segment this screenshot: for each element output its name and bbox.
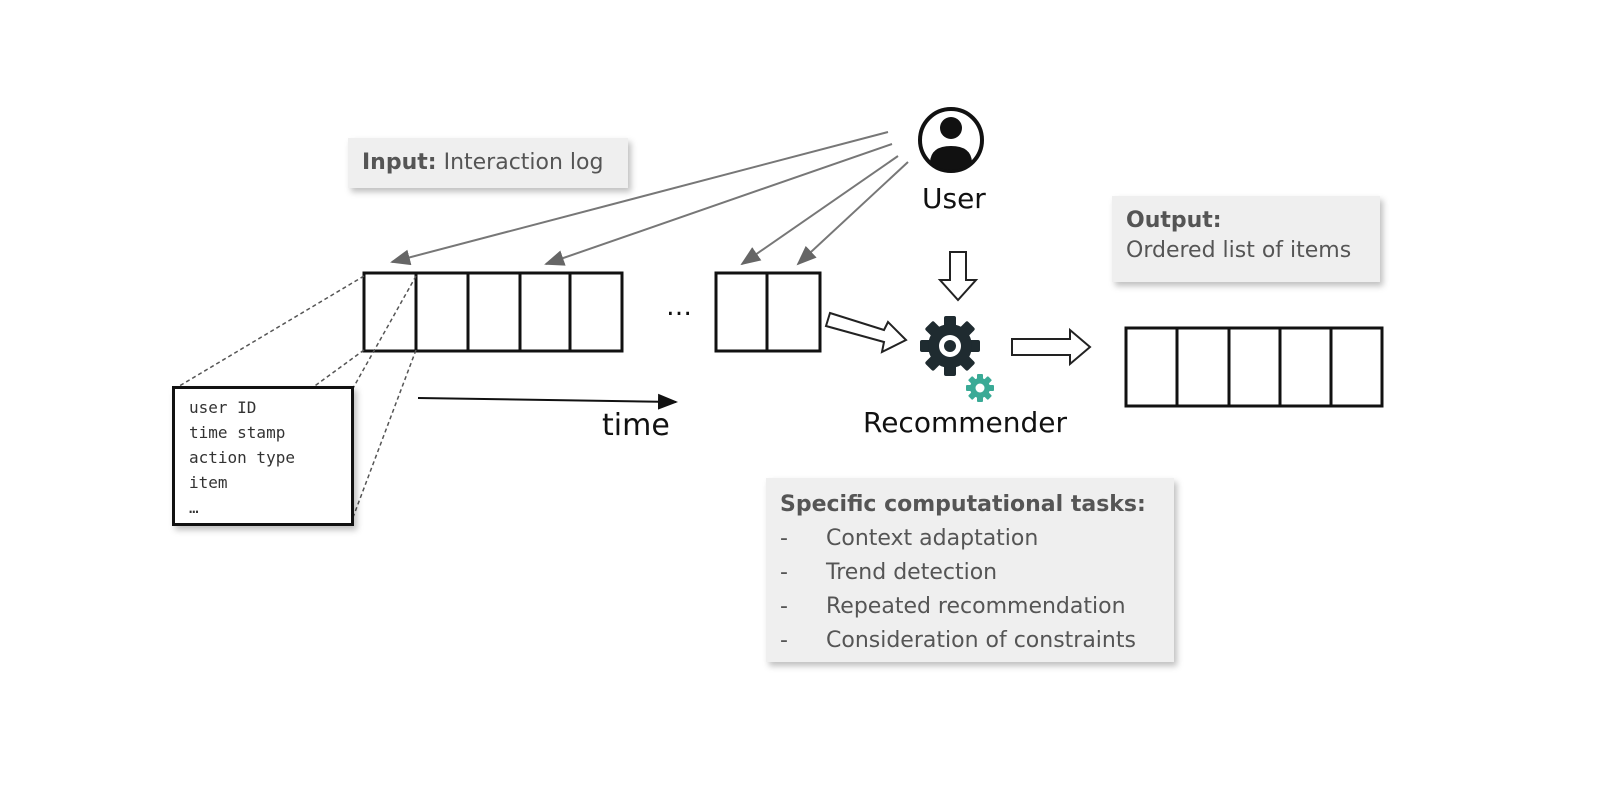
task-item: - Trend detection (780, 556, 1160, 590)
arrow-user-log-2 (544, 143, 893, 266)
input-label-bold: Input: (362, 150, 437, 175)
task-text: Consideration of constraints (826, 628, 1136, 653)
task-text: Trend detection (826, 560, 998, 585)
output-list-cells (1124, 326, 1384, 408)
task-item: - Context adaptation (780, 522, 1160, 556)
small-gear-icon (966, 374, 994, 402)
interaction-log-cells-left (362, 271, 624, 353)
interaction-record-card: user ID time stamp action type item … (172, 386, 354, 526)
task-text: Repeated recommendation (826, 594, 1126, 619)
tasks-title: Specific computational tasks: (780, 492, 1146, 517)
arrow-user-log-3 (740, 155, 899, 266)
record-field: … (189, 498, 199, 517)
input-label-text: Interaction log (443, 150, 604, 175)
user-label: User (922, 182, 986, 215)
output-label-box: Output: Ordered list of items (1112, 196, 1380, 282)
task-bullet: - (780, 526, 788, 551)
recommender-label: Recommender (863, 406, 1067, 439)
task-bullet: - (780, 628, 788, 653)
output-label-text: Ordered list of items (1126, 238, 1352, 263)
log-to-recommender-arrow (824, 311, 908, 354)
arrow-user-log-4 (796, 161, 909, 266)
record-field: user ID (189, 398, 257, 417)
user-icon (918, 107, 984, 173)
user-to-log-arrows (390, 131, 909, 266)
record-field: item (189, 473, 228, 492)
arrow-user-log-1 (390, 131, 889, 266)
record-projection-lines (175, 275, 417, 521)
ellipsis: … (666, 292, 692, 322)
recommender-gear-icon (920, 316, 980, 376)
record-field: action type (189, 448, 295, 467)
record-field: time stamp (189, 423, 286, 442)
user-to-recommender-arrow (937, 251, 979, 302)
input-label-box: Input: Interaction log (348, 138, 628, 188)
interaction-log-cells-right (714, 271, 822, 353)
tasks-box: Specific computational tasks: - Context … (766, 478, 1174, 662)
output-label-bold: Output: (1126, 208, 1222, 233)
task-item: - Consideration of constraints (780, 624, 1160, 658)
task-bullet: - (780, 594, 788, 619)
recommender-to-output-arrow (1011, 327, 1092, 367)
task-text: Context adaptation (826, 526, 1039, 551)
task-bullet: - (780, 560, 788, 585)
time-label: time (602, 408, 670, 443)
time-arrow (417, 393, 678, 410)
task-item: - Repeated recommendation (780, 590, 1160, 624)
